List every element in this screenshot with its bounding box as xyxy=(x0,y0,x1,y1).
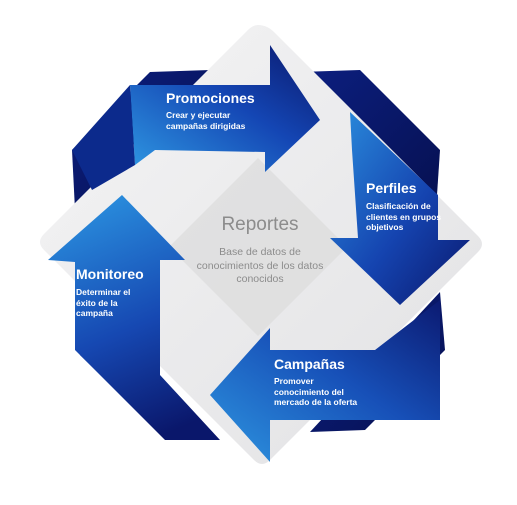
perfiles-description: Clasificación de clientes en grupos obje… xyxy=(366,201,442,233)
promociones-arrow-shade xyxy=(72,85,135,190)
monitoreo-description: Determinar el éxito de la campaña xyxy=(76,287,131,319)
promociones-title: Promociones xyxy=(166,90,255,106)
perfiles-title: Perfiles xyxy=(366,180,417,196)
perfiles-arrow xyxy=(330,112,470,305)
promociones-description: Crear y ejecutar campañas dirigidas xyxy=(166,110,246,131)
center-title: Reportes xyxy=(221,214,299,235)
campanas-arrow xyxy=(210,300,440,462)
monitoreo-title: Monitoreo xyxy=(76,266,144,282)
promociones-arrow xyxy=(130,45,320,172)
center-diamond xyxy=(169,158,347,336)
center-description: Base de datos de conocimientos de los da… xyxy=(196,246,324,286)
monitoreo-arrow xyxy=(48,195,220,440)
campanas-description: Promover conocimiento del mercado de la … xyxy=(274,376,358,408)
campanas-title: Campañas xyxy=(274,356,345,372)
